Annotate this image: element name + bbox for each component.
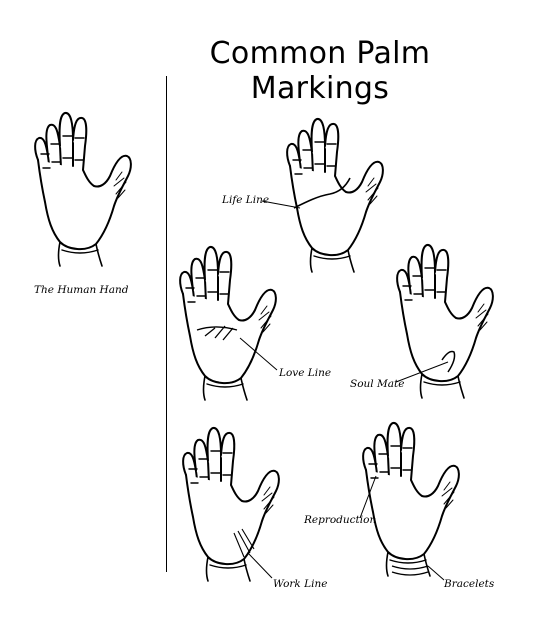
work-line-hand-illustration [178, 425, 283, 585]
soul-mate-hand-illustration [392, 242, 497, 402]
label-human-hand: The Human Hand [34, 284, 129, 296]
love-line-hand-illustration [175, 244, 280, 404]
label-reproduction: Reproduction [304, 514, 377, 526]
label-love-line: Love Line [279, 367, 332, 379]
page-title: Common Palm Markings [209, 36, 431, 106]
label-soul-mate: Soul Mate [350, 378, 405, 390]
label-work-line: Work Line [273, 578, 328, 590]
human-hand-illustration [30, 110, 135, 270]
reproduction-bracelets-hand-illustration [358, 420, 463, 580]
label-bracelets: Bracelets [444, 578, 495, 590]
label-life-line: Life Line [222, 194, 270, 206]
life-line-hand-illustration [282, 116, 387, 276]
vertical-divider [166, 76, 168, 572]
